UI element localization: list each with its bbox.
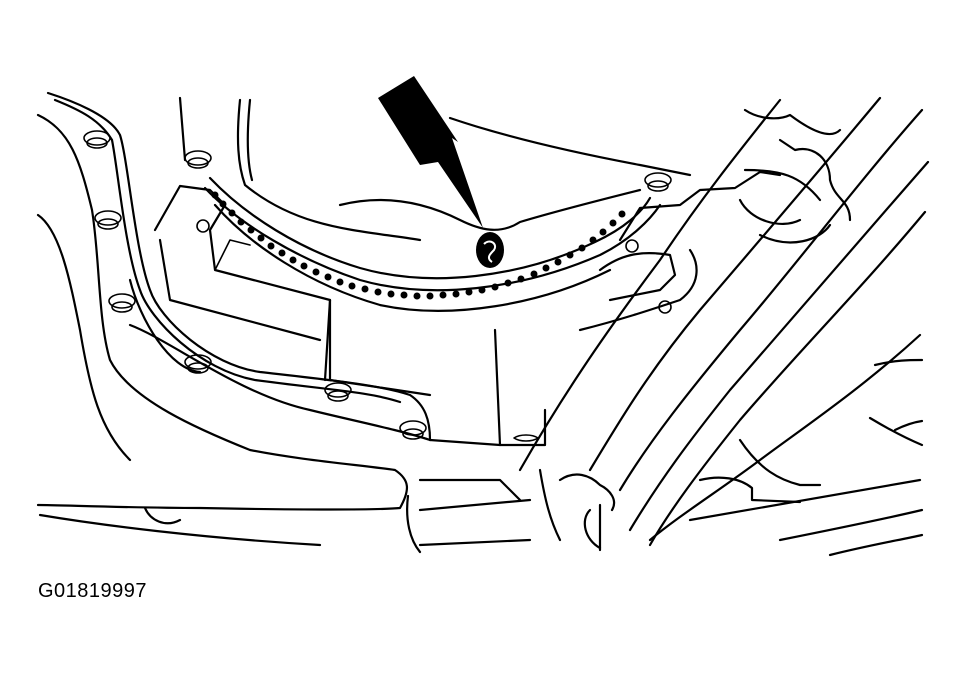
figure-id-label: G01819997 [38,580,148,602]
ring-gear-teeth [211,191,626,300]
mounting-bracket [153,170,782,554]
engine-block-outline [36,91,432,547]
technical-illustration [36,76,930,557]
arrow-down-right-icon [378,76,483,228]
flange-bolt-bosses [83,130,672,440]
diagonal-frame-members [518,96,930,547]
lower-components [538,468,924,557]
flywheel-bolt [476,232,504,268]
flywheel-housing [178,96,692,312]
